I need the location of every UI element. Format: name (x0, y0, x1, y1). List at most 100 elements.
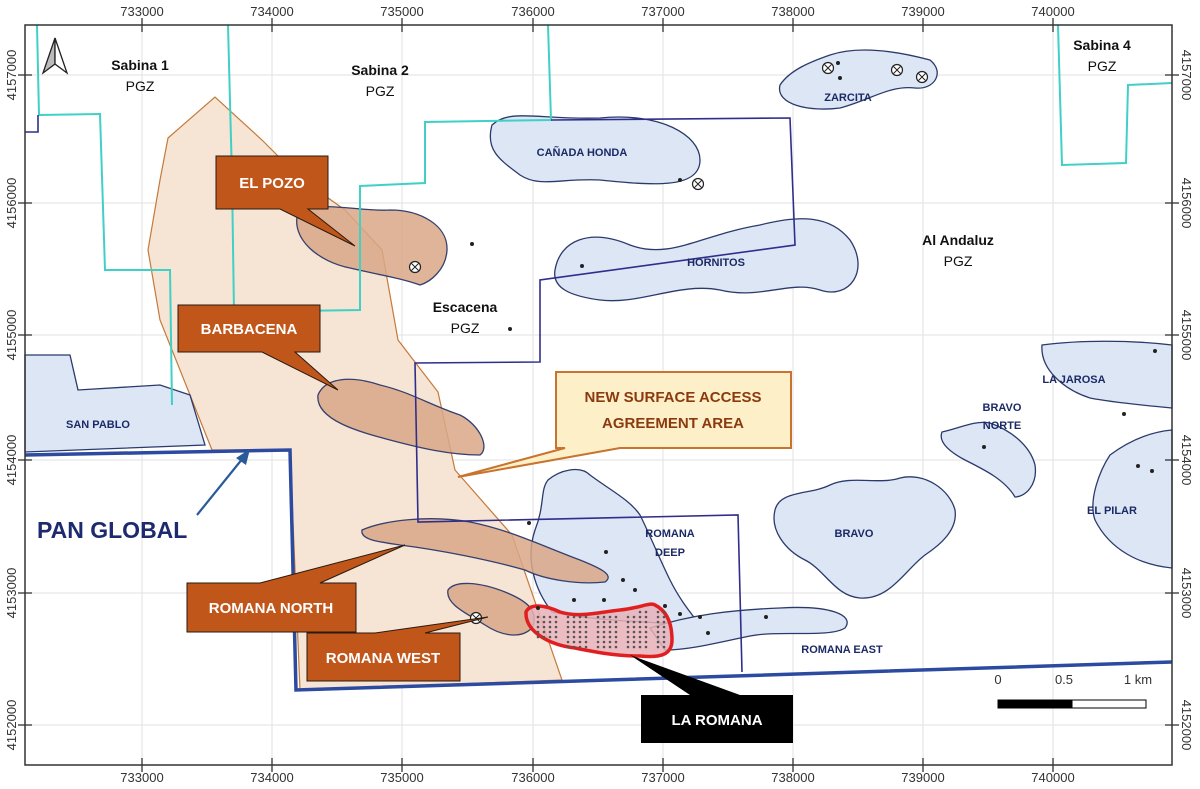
x-tick: 736000 (511, 770, 554, 785)
y-tick: 4153000 (1179, 568, 1194, 619)
drillhole-dot (596, 645, 600, 649)
pan-global-boundary (24, 448, 1173, 692)
drillhole-dot (602, 598, 606, 602)
drillhole-dot (626, 620, 630, 624)
drillhole-dot (580, 264, 584, 268)
drillhole-dot (644, 620, 648, 624)
drillhole-dot (626, 625, 630, 629)
drillhole-dot (596, 615, 600, 619)
la-romana-drillholes (536, 610, 666, 649)
callout-label: LA ROMANA (671, 712, 762, 729)
drillhole-dot (566, 615, 570, 619)
drillhole-dot (662, 635, 666, 639)
x-tick: 738000 (771, 770, 814, 785)
drillhole-dot (584, 615, 588, 619)
drillhole-dot (638, 620, 642, 624)
drillhole-dot (656, 620, 660, 624)
drillhole-dot (566, 625, 570, 629)
drillhole-dot (608, 620, 612, 624)
drillhole-dot (644, 630, 648, 634)
drillhole-dot (644, 645, 648, 649)
drillhole-dot (566, 630, 570, 634)
drillhole-dot (1153, 349, 1157, 353)
zone-label: ZARCITA (824, 92, 872, 104)
callout-label: BARBACENA (201, 321, 298, 338)
north-arrow-icon (41, 37, 69, 75)
x-tick: 740000 (1031, 770, 1074, 785)
x-tick: 737000 (641, 770, 684, 785)
licence-escacena-name: Escacena (433, 299, 498, 315)
drillhole-dot (572, 640, 576, 644)
drillhole-dot (662, 630, 666, 634)
x-tick: 734000 (250, 4, 293, 19)
drillhole-dot (470, 242, 474, 246)
drillhole-dot (554, 620, 558, 624)
y-tick: 4157000 (1179, 50, 1194, 101)
drillhole-dot (602, 635, 606, 639)
y-tick: 4154000 (4, 435, 19, 486)
licence-sabina2-name: Sabina 2 (351, 62, 409, 78)
y-tick: 4152000 (1179, 700, 1194, 751)
drillhole-dot (554, 625, 558, 629)
drillhole-dot (542, 620, 546, 624)
drillhole-dot (614, 630, 618, 634)
drillhole-dot (584, 640, 588, 644)
drillhole-dot (656, 610, 660, 614)
drillhole-dot (602, 640, 606, 644)
drillhole-dot (608, 625, 612, 629)
drillhole-dot (614, 620, 618, 624)
drillhole-dot (764, 615, 768, 619)
drillhole-dot (698, 615, 702, 619)
callout-label: EL POZO (239, 175, 305, 192)
drillhole-dot (578, 645, 582, 649)
x-axis-labels-bottom: 733000 734000 735000 736000 737000 73800… (120, 770, 1074, 785)
y-tick: 4157000 (4, 50, 19, 101)
drillhole-dot (662, 640, 666, 644)
licence-al-andaluz-owner: PGZ (944, 253, 973, 269)
drillhole-dot (548, 630, 552, 634)
drillhole-dot (548, 635, 552, 639)
drillhole-dot (706, 631, 710, 635)
drillhole-dot (632, 630, 636, 634)
drillhole-dot (536, 615, 540, 619)
drill-collar-icon (821, 61, 835, 75)
licence-sabina2-owner: PGZ (366, 83, 395, 99)
x-tick: 739000 (901, 770, 944, 785)
drillhole-dot (604, 550, 608, 554)
zone-bravo-norte (940, 421, 1037, 498)
drillhole-dot (608, 630, 612, 634)
drillhole-dot (566, 645, 570, 649)
drillhole-dot (632, 645, 636, 649)
callout-label: NEW SURFACE ACCESS (585, 389, 762, 406)
drillhole-dot (838, 76, 842, 80)
zone-canada-honda (489, 115, 701, 185)
callout-romana-west: ROMANA WEST (306, 616, 489, 682)
drillhole-dot (608, 615, 612, 619)
zone-label: DEEP (655, 547, 685, 559)
drillhole-dot (662, 610, 666, 614)
zone-label: NORTE (983, 420, 1022, 432)
zone-la-jarosa (1041, 340, 1173, 409)
drillhole-dot (644, 640, 648, 644)
drillhole-dot (836, 61, 840, 65)
drillhole-dot (566, 635, 570, 639)
drillhole-dot (542, 615, 546, 619)
drillhole-dot (508, 327, 512, 331)
drillhole-dot (572, 615, 576, 619)
drillhole-dot (632, 620, 636, 624)
y-tick: 4152000 (4, 700, 19, 751)
zone-label: BRAVO (835, 528, 874, 540)
drillhole-dot (662, 625, 666, 629)
drill-collar-icon (691, 177, 705, 191)
drillhole-dot (678, 178, 682, 182)
tick-marks (18, 18, 1179, 772)
drillhole-dot (1136, 464, 1140, 468)
y-axis-labels-left: 4157000 4156000 4155000 4154000 4153000 … (4, 50, 19, 751)
drillhole-dot (578, 625, 582, 629)
drillhole-dot (663, 604, 667, 608)
drillhole-dot (626, 640, 630, 644)
drillhole-dot (572, 625, 576, 629)
drillhole-dot (632, 640, 636, 644)
licence-sabina4-name: Sabina 4 (1073, 37, 1131, 53)
